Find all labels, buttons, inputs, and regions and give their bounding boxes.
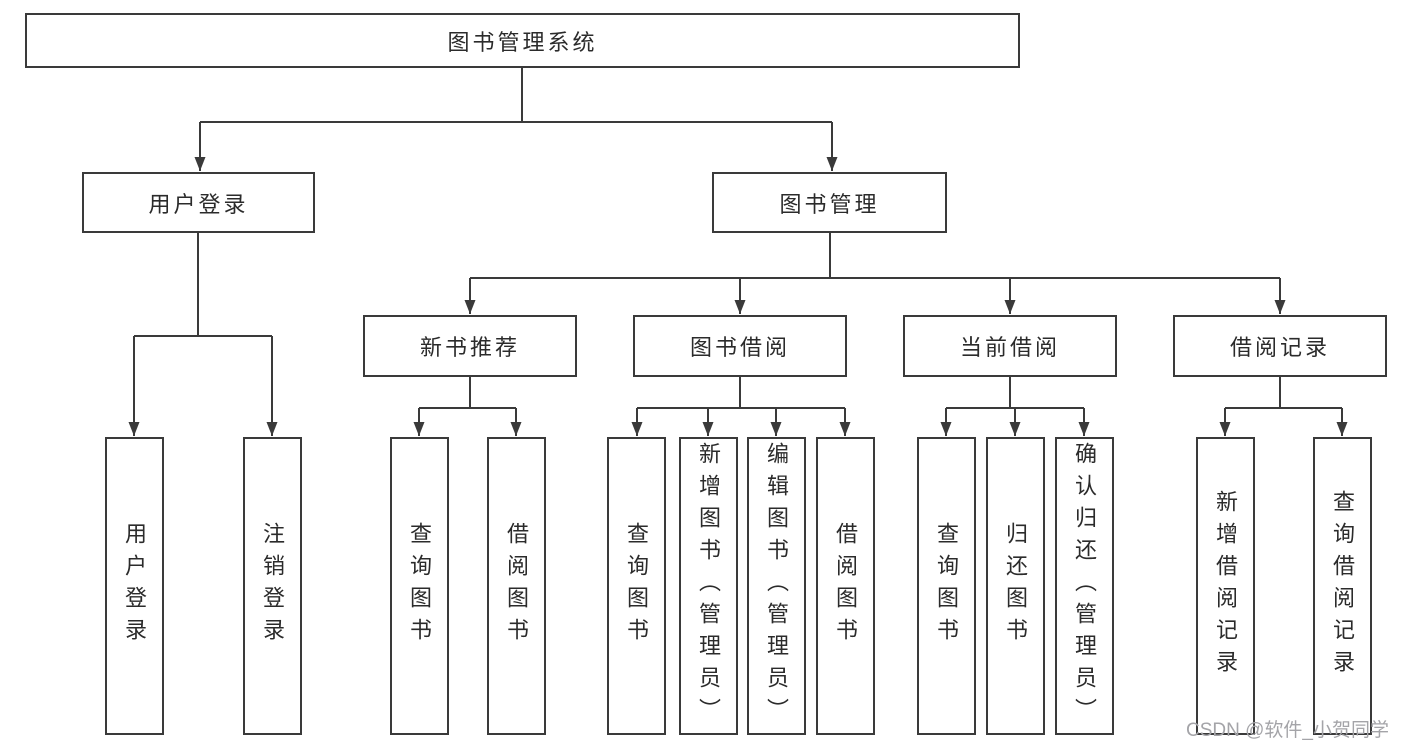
node-leaf-edit-books-admin: 编辑图书（管理员） (747, 437, 806, 735)
node-book-management: 图书管理 (712, 172, 947, 233)
node-leaf-borrow-books-2: 借阅图书 (816, 437, 875, 735)
node-label: 借阅图书 (504, 522, 529, 650)
node-current-borrowing: 当前借阅 (903, 315, 1117, 377)
node-label: 图书借阅 (689, 335, 790, 360)
node-label: 确认归还（管理员） (1072, 442, 1097, 730)
node-label: 借阅记录 (1229, 335, 1330, 360)
node-leaf-return-books: 归还图书 (986, 437, 1045, 735)
node-leaf-logout: 注销登录 (243, 437, 302, 735)
node-label: 查询图书 (407, 522, 432, 650)
node-label: 查询借阅记录 (1330, 490, 1355, 682)
node-label: 新增图书（管理员） (696, 442, 721, 730)
node-leaf-query-books-2: 查询图书 (607, 437, 666, 735)
node-label: 借阅图书 (833, 522, 858, 650)
node-label: 用户登录 (122, 522, 147, 650)
node-label: 用户登录 (148, 191, 249, 217)
node-label: 注销登录 (260, 522, 285, 650)
node-label: 新书推荐 (419, 335, 520, 360)
node-leaf-add-borrow-record: 新增借阅记录 (1196, 437, 1255, 735)
node-label: 查询图书 (934, 522, 959, 650)
node-leaf-query-books-1: 查询图书 (390, 437, 449, 735)
watermark: CSDN @软件_小贺同学 (1186, 720, 1389, 741)
node-label: 新增借阅记录 (1213, 490, 1238, 682)
node-label: 图书管理系统 (447, 29, 598, 55)
node-library-management-system: 图书管理系统 (25, 13, 1020, 68)
node-leaf-query-borrow-record: 查询借阅记录 (1313, 437, 1372, 735)
node-book-borrowing: 图书借阅 (633, 315, 847, 377)
node-leaf-confirm-return-admin: 确认归还（管理员） (1055, 437, 1114, 735)
node-label: 图书管理 (779, 191, 880, 217)
node-borrowing-records: 借阅记录 (1173, 315, 1387, 377)
node-user-login: 用户登录 (82, 172, 315, 233)
node-leaf-borrow-books-1: 借阅图书 (487, 437, 546, 735)
node-label: 当前借阅 (959, 335, 1060, 360)
node-leaf-add-books-admin: 新增图书（管理员） (679, 437, 738, 735)
node-leaf-user-login: 用户登录 (105, 437, 164, 735)
node-label: 归还图书 (1003, 522, 1028, 650)
node-label: 编辑图书（管理员） (764, 442, 789, 730)
node-label: 查询图书 (624, 522, 649, 650)
node-leaf-query-books-3: 查询图书 (917, 437, 976, 735)
node-new-book-recommendation: 新书推荐 (363, 315, 577, 377)
